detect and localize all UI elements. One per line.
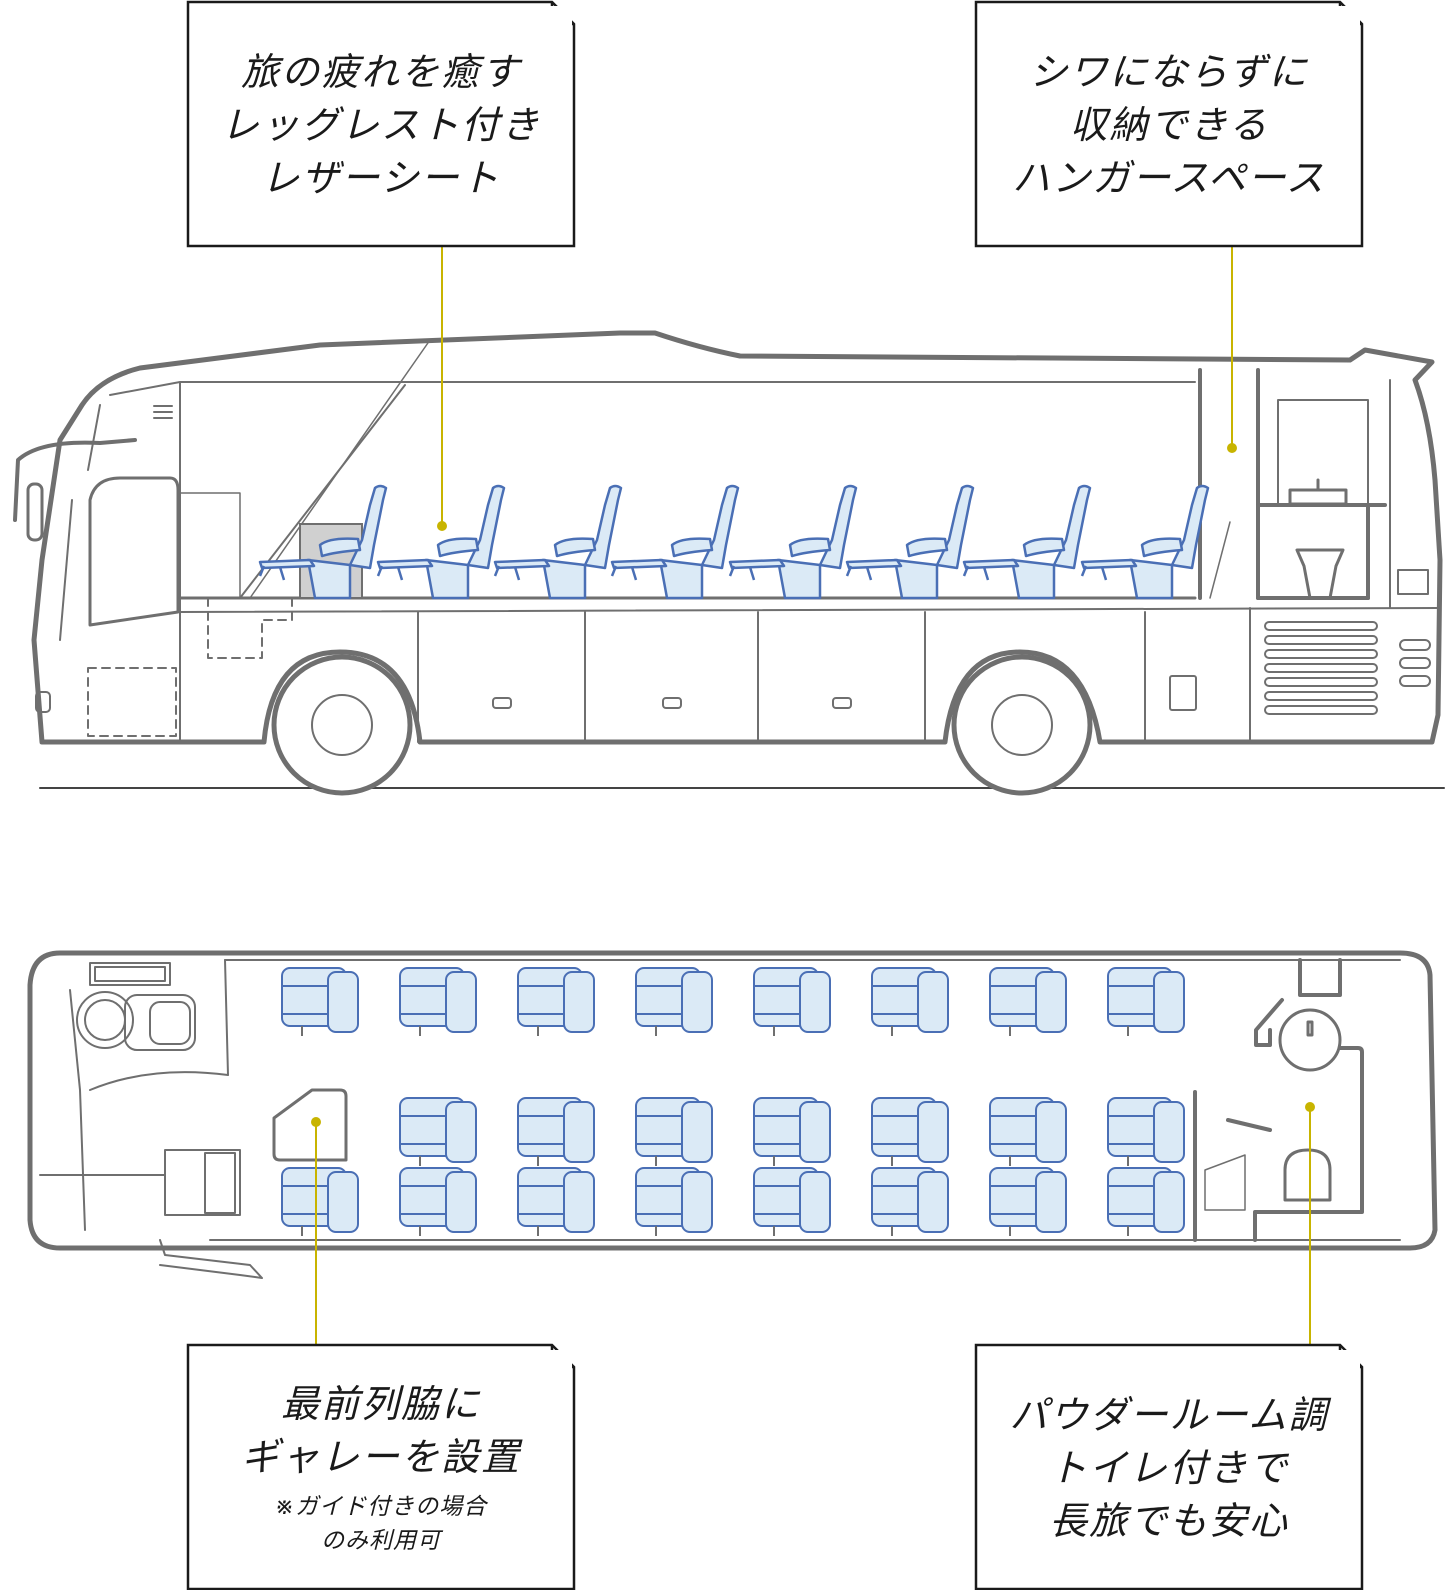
reclining-seat-icon: [493, 484, 623, 600]
callout-galley-note-1: ※ガイド付きの場合: [274, 1494, 488, 1520]
seat-top-icon: [753, 1097, 831, 1166]
seat-top-icon: [989, 1167, 1067, 1236]
seat-top-icon: [399, 1167, 477, 1236]
seat-top-icon: [1107, 967, 1185, 1036]
seat-top-icon: [989, 1097, 1067, 1166]
seat-top-icon: [635, 1097, 713, 1166]
callout-hanger-line-1: シワにならずに: [1029, 49, 1309, 94]
seat-top-icon: [517, 967, 595, 1036]
steering-wheel-icon: [76, 991, 134, 1049]
entry-step: [159, 1239, 263, 1279]
seat-top-icon: [517, 1167, 595, 1236]
reclining-seat-icon: [1080, 484, 1210, 600]
callout-toilet-line-2: トイレ付きで: [1048, 1445, 1289, 1490]
sink-icon: [1288, 488, 1348, 506]
rear-wheel: [951, 654, 1093, 796]
front-wheel: [271, 654, 413, 796]
driver-area: [39, 959, 263, 1279]
seat-top-icon: [517, 1097, 595, 1166]
skirt-line: [179, 607, 1439, 613]
reclining-seat-icon: [845, 484, 975, 600]
callout-seat-line-2: レッグレスト付き: [220, 102, 541, 147]
bus-body-outline: [31, 330, 1443, 745]
bus-top-view: [27, 950, 1438, 1279]
toilet-icon: [1295, 548, 1345, 600]
callout-seat-line-3: レザーシート: [261, 155, 501, 200]
side-seats: [258, 484, 1210, 600]
reclining-seat-icon: [728, 484, 858, 600]
callout-galley-line-1: 最前列脇に: [280, 1382, 481, 1426]
side-mirror: [13, 438, 137, 522]
seat-top-icon: [281, 1167, 359, 1236]
sink-icon: [1226, 1118, 1272, 1132]
callout-hanger-line-3: ハンガースペース: [1012, 155, 1326, 200]
door-outline: [207, 597, 293, 659]
windshield: [88, 476, 180, 627]
seat-top-icon: [635, 967, 713, 1036]
driver-seat-icon: [124, 994, 196, 1051]
tail-light: [1399, 639, 1431, 687]
galley-counter: [272, 1088, 348, 1162]
front-panel: [87, 667, 177, 737]
leader-lines: [311, 246, 1315, 1345]
seat-top-icon: [635, 1167, 713, 1236]
top-body-outline: [27, 950, 1438, 1251]
seat-top-icon: [399, 967, 477, 1036]
callout-galley: 最前列脇に ギャレーを設置 ※ガイド付きの場合 のみ利用可: [190, 1350, 572, 1586]
luggage-compartments: [417, 607, 1251, 743]
seat-top-icon: [753, 967, 831, 1036]
callout-galley-note-2: のみ利用可: [321, 1528, 441, 1554]
reclining-seat-icon: [376, 484, 506, 600]
callout-toilet-line-1: パウダールーム調: [1009, 1392, 1329, 1437]
mirror-head: [26, 482, 44, 542]
reclining-seat-icon: [610, 484, 740, 600]
front-pillar: [59, 404, 101, 641]
callout-galley-line-2: ギャレーを設置: [240, 1435, 521, 1479]
toilet-area: [1193, 958, 1364, 1242]
callout-seat-line-1: 旅の疲れを癒す: [240, 49, 521, 94]
top-inner-outline: [209, 959, 1401, 1241]
reclining-seat-icon: [962, 484, 1092, 600]
rear-engine-grille: [1264, 621, 1378, 715]
callout-seat: 旅の疲れを癒す レッグレスト付き レザーシート: [190, 6, 572, 244]
seat-top-icon: [281, 967, 359, 1036]
seat-top-icon: [1107, 1167, 1185, 1236]
seat-top-icon: [871, 967, 949, 1036]
front-grille: [179, 492, 241, 599]
seat-top-icon: [399, 1097, 477, 1166]
callout-hanger-line-2: 収納できる: [1069, 102, 1269, 147]
callout-hanger: シワにならずに 収納できる ハンガースペース: [978, 6, 1360, 244]
headlight: [35, 691, 51, 713]
vent-icon: [153, 405, 173, 419]
seat-top-icon: [989, 967, 1067, 1036]
top-seats: [281, 967, 1185, 1236]
seat-top-icon: [753, 1167, 831, 1236]
roof-diagonal-2: [249, 339, 431, 599]
callout-toilet: パウダールーム調 トイレ付きで 長旅でも安心: [978, 1350, 1360, 1586]
callout-toilet-line-3: 長旅でも安心: [1048, 1498, 1289, 1543]
seat-top-icon: [1107, 1097, 1185, 1166]
seat-top-icon: [871, 1097, 949, 1166]
seat-top-icon: [871, 1167, 949, 1236]
toilet-icon: [1278, 1008, 1342, 1202]
reclining-seat-icon: [258, 484, 388, 600]
